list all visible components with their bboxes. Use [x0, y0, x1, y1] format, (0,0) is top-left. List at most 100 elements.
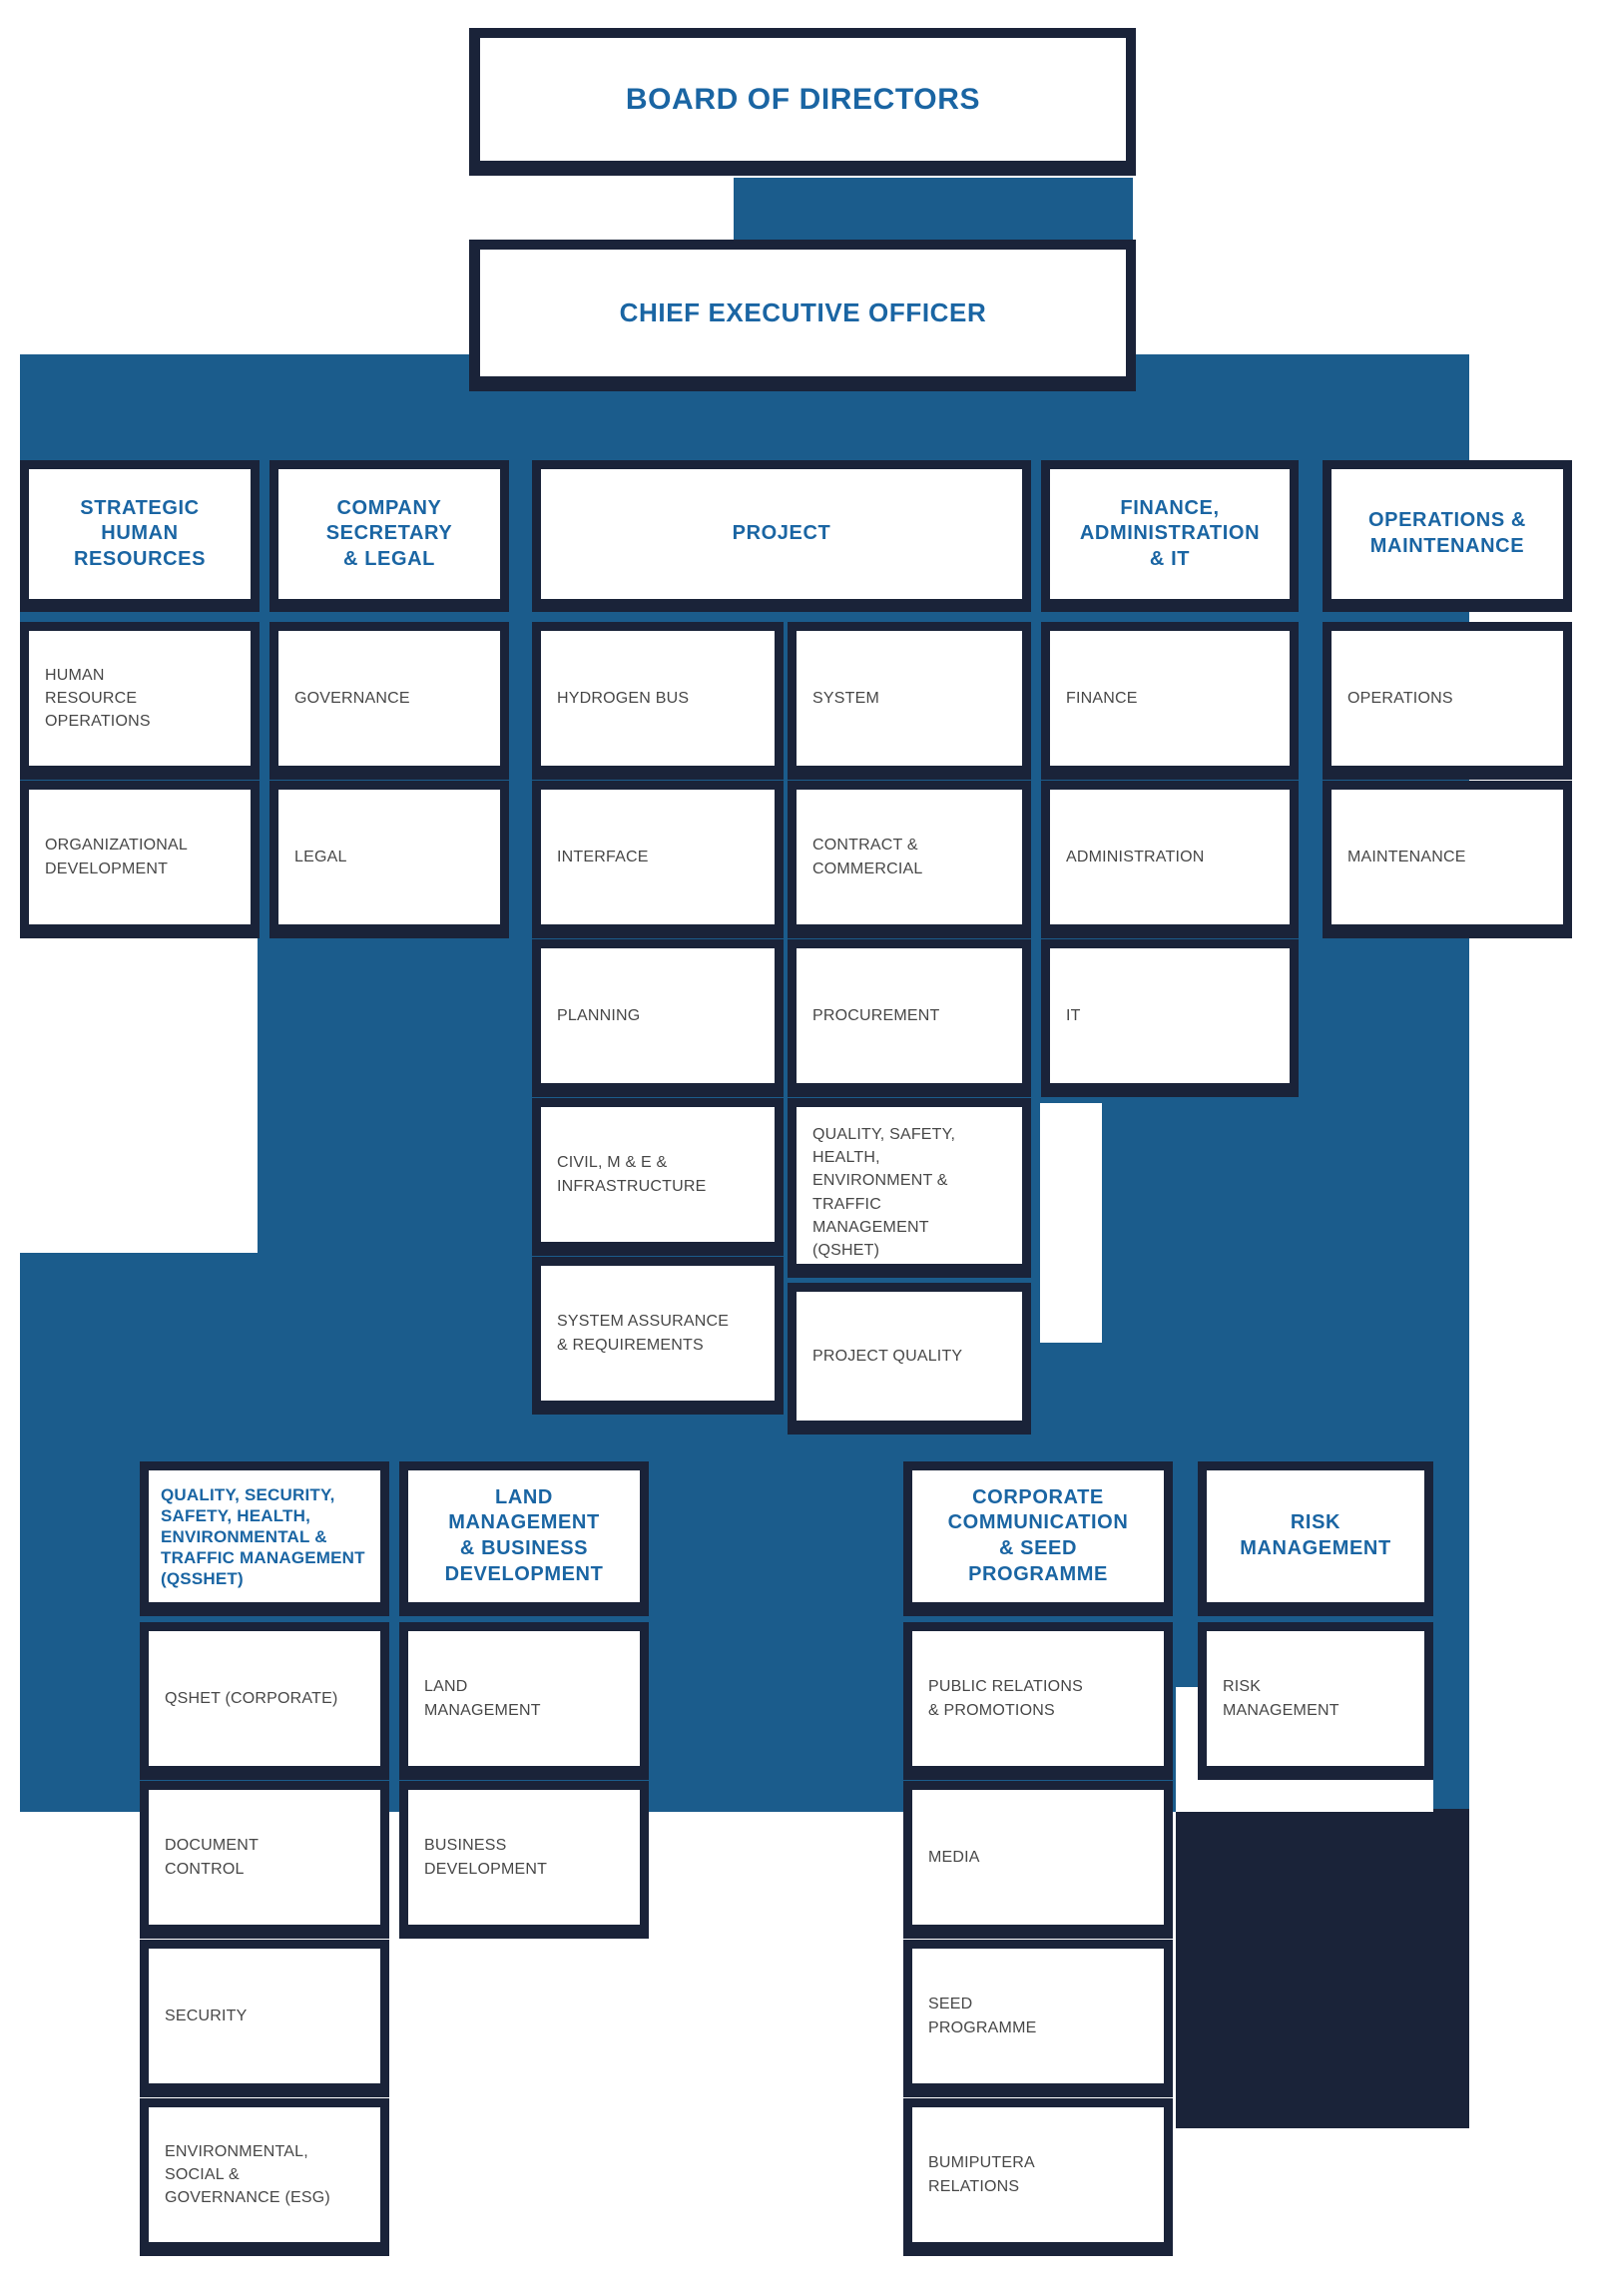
- white-knockout-it-column: [1040, 1103, 1102, 1343]
- box-face: FINANCE: [1050, 631, 1290, 766]
- unit-box-system-assurance-requirements[interactable]: SYSTEM ASSURANCE & REQUIREMENTS: [532, 1257, 784, 1415]
- box-face: SEED PROGRAMME: [912, 1949, 1164, 2083]
- box-face: RISK MANAGEMENT: [1207, 1631, 1424, 1766]
- box-face: COMPANY SECRETARY & LEGAL: [278, 469, 500, 599]
- dept-header-project[interactable]: PROJECT: [532, 460, 1031, 612]
- unit-box-procurement[interactable]: PROCUREMENT: [788, 939, 1031, 1097]
- unit-box-seed-programme[interactable]: SEED PROGRAMME: [903, 1940, 1173, 2097]
- dept-header-risk-management[interactable]: RISK MANAGEMENT: [1198, 1461, 1433, 1616]
- box-face: PROJECT: [541, 469, 1022, 599]
- box-face: STRATEGIC HUMAN RESOURCES: [29, 469, 251, 599]
- box-chief-executive-officer[interactable]: CHIEF EXECUTIVE OFFICER: [469, 240, 1136, 391]
- box-face: LAND MANAGEMENT & BUSINESS DEVELOPMENT: [408, 1470, 640, 1602]
- unit-box-bumiputera-relations[interactable]: BUMIPUTERA RELATIONS: [903, 2098, 1173, 2256]
- box-face: CIVIL, M & E & INFRASTRUCTURE: [541, 1107, 775, 1242]
- unit-box-maintenance[interactable]: MAINTENANCE: [1323, 781, 1572, 938]
- box-face: LAND MANAGEMENT: [408, 1631, 640, 1766]
- unit-box-governance[interactable]: GOVERNANCE: [269, 622, 509, 780]
- box-face: CORPORATE COMMUNICATION & SEED PROGRAMME: [912, 1470, 1164, 1602]
- box-face: ORGANIZATIONAL DEVELOPMENT: [29, 790, 251, 924]
- unit-box-it[interactable]: IT: [1041, 939, 1299, 1097]
- box-face: MEDIA: [912, 1790, 1164, 1925]
- unit-label: PLANNING: [557, 1006, 641, 1024]
- box-face: IT: [1050, 948, 1290, 1083]
- unit-label: OPERATIONS: [1347, 689, 1453, 707]
- navy-backdrop-bottom-right: [1176, 1809, 1469, 2128]
- unit-box-administration[interactable]: ADMINISTRATION: [1041, 781, 1299, 938]
- unit-box-contract-commercial[interactable]: CONTRACT & COMMERCIAL: [788, 781, 1031, 938]
- dept-title: CORPORATE COMMUNICATION & SEED PROGRAMME: [947, 1485, 1129, 1585]
- box-face: BUMIPUTERA RELATIONS: [912, 2107, 1164, 2242]
- unit-box-operations[interactable]: OPERATIONS: [1323, 622, 1572, 780]
- unit-box-environmental-social-governance[interactable]: ENVIRONMENTAL, SOCIAL & GOVERNANCE (ESG): [140, 2098, 389, 2256]
- dept-header-corporate-communication-seed-programme[interactable]: CORPORATE COMMUNICATION & SEED PROGRAMME: [903, 1461, 1173, 1616]
- unit-box-finance[interactable]: FINANCE: [1041, 622, 1299, 780]
- unit-label: QUALITY, SAFETY, HEALTH, ENVIRONMENT & T…: [812, 1126, 956, 1259]
- unit-box-hydrogen-bus[interactable]: HYDROGEN BUS: [532, 622, 784, 780]
- dept-title: COMPANY SECRETARY & LEGAL: [325, 496, 453, 570]
- unit-label: GOVERNANCE: [294, 689, 410, 707]
- box-face: DOCUMENT CONTROL: [149, 1790, 380, 1925]
- box-face: OPERATIONS: [1331, 631, 1563, 766]
- unit-box-qshet[interactable]: QUALITY, SAFETY, HEALTH, ENVIRONMENT & T…: [788, 1098, 1031, 1278]
- unit-label: BUMIPUTERA RELATIONS: [928, 2154, 1035, 2195]
- dept-title: OPERATIONS & MAINTENANCE: [1368, 509, 1526, 557]
- box-face: SYSTEM: [797, 631, 1022, 766]
- unit-label: PROJECT QUALITY: [812, 1347, 963, 1365]
- unit-label: INTERFACE: [557, 848, 649, 865]
- unit-box-planning[interactable]: PLANNING: [532, 939, 784, 1097]
- unit-box-interface[interactable]: INTERFACE: [532, 781, 784, 938]
- box-face: MAINTENANCE: [1331, 790, 1563, 924]
- unit-label: SYSTEM ASSURANCE & REQUIREMENTS: [557, 1313, 730, 1354]
- unit-box-system[interactable]: SYSTEM: [788, 622, 1031, 780]
- box-face: QUALITY, SAFETY, HEALTH, ENVIRONMENT & T…: [797, 1107, 1022, 1264]
- unit-box-qshet-corporate[interactable]: QSHET (CORPORATE): [140, 1622, 389, 1780]
- unit-box-project-quality[interactable]: PROJECT QUALITY: [788, 1283, 1031, 1435]
- unit-box-media[interactable]: MEDIA: [903, 1781, 1173, 1939]
- unit-box-public-relations-promotions[interactable]: PUBLIC RELATIONS & PROMOTIONS: [903, 1622, 1173, 1780]
- unit-box-document-control[interactable]: DOCUMENT CONTROL: [140, 1781, 389, 1939]
- unit-label: ENVIRONMENTAL, SOCIAL & GOVERNANCE (ESG): [165, 2142, 330, 2207]
- dept-header-operations-maintenance[interactable]: OPERATIONS & MAINTENANCE: [1323, 460, 1572, 612]
- unit-box-legal[interactable]: LEGAL: [269, 781, 509, 938]
- unit-label: ORGANIZATIONAL DEVELOPMENT: [45, 837, 188, 877]
- box-face: OPERATIONS & MAINTENANCE: [1331, 469, 1563, 599]
- unit-label: MAINTENANCE: [1347, 848, 1466, 865]
- dept-title: RISK MANAGEMENT: [1240, 1511, 1391, 1559]
- box-face: SECURITY: [149, 1949, 380, 2083]
- dept-header-finance-administration-it[interactable]: FINANCE, ADMINISTRATION & IT: [1041, 460, 1299, 612]
- box-face: GOVERNANCE: [278, 631, 500, 766]
- unit-box-civil-me-infrastructure[interactable]: CIVIL, M & E & INFRASTRUCTURE: [532, 1098, 784, 1256]
- unit-box-land-management[interactable]: LAND MANAGEMENT: [399, 1622, 649, 1780]
- box-face: HYDROGEN BUS: [541, 631, 775, 766]
- box-face: ENVIRONMENTAL, SOCIAL & GOVERNANCE (ESG): [149, 2107, 380, 2242]
- box-face: CONTRACT & COMMERCIAL: [797, 790, 1022, 924]
- box-board-of-directors[interactable]: BOARD OF DIRECTORS: [469, 28, 1136, 176]
- box-face: INTERFACE: [541, 790, 775, 924]
- unit-label: IT: [1066, 1006, 1081, 1024]
- dept-title: PROJECT: [732, 522, 831, 545]
- dept-header-qsshet[interactable]: QUALITY, SECURITY, SAFETY, HEALTH, ENVIR…: [140, 1461, 389, 1616]
- unit-box-organizational-development[interactable]: ORGANIZATIONAL DEVELOPMENT: [20, 781, 260, 938]
- dept-header-strategic-human-resources[interactable]: STRATEGIC HUMAN RESOURCES: [20, 460, 260, 612]
- unit-box-business-development[interactable]: BUSINESS DEVELOPMENT: [399, 1781, 649, 1939]
- unit-label: BUSINESS DEVELOPMENT: [424, 1837, 548, 1878]
- dept-title: QUALITY, SECURITY, SAFETY, HEALTH, ENVIR…: [161, 1485, 365, 1589]
- unit-box-security[interactable]: SECURITY: [140, 1940, 389, 2097]
- chief-executive-officer-label: CHIEF EXECUTIVE OFFICER: [619, 297, 987, 327]
- box-face: SYSTEM ASSURANCE & REQUIREMENTS: [541, 1266, 775, 1401]
- box-face: BOARD OF DIRECTORS: [480, 38, 1126, 161]
- unit-label: SYSTEM: [812, 689, 879, 707]
- board-of-directors-label: BOARD OF DIRECTORS: [625, 82, 981, 116]
- unit-label: HUMAN RESOURCE OPERATIONS: [45, 666, 151, 731]
- dept-title: STRATEGIC HUMAN RESOURCES: [73, 496, 207, 570]
- unit-box-human-resource-operations[interactable]: HUMAN RESOURCE OPERATIONS: [20, 622, 260, 780]
- unit-label: CIVIL, M & E & INFRASTRUCTURE: [557, 1154, 707, 1195]
- dept-header-land-management-business-development[interactable]: LAND MANAGEMENT & BUSINESS DEVELOPMENT: [399, 1461, 649, 1616]
- unit-box-risk-management[interactable]: RISK MANAGEMENT: [1198, 1622, 1433, 1780]
- box-face: FINANCE, ADMINISTRATION & IT: [1050, 469, 1290, 599]
- dept-header-company-secretary-legal[interactable]: COMPANY SECRETARY & LEGAL: [269, 460, 509, 612]
- box-face: RISK MANAGEMENT: [1207, 1470, 1424, 1602]
- unit-label: DOCUMENT CONTROL: [165, 1837, 260, 1878]
